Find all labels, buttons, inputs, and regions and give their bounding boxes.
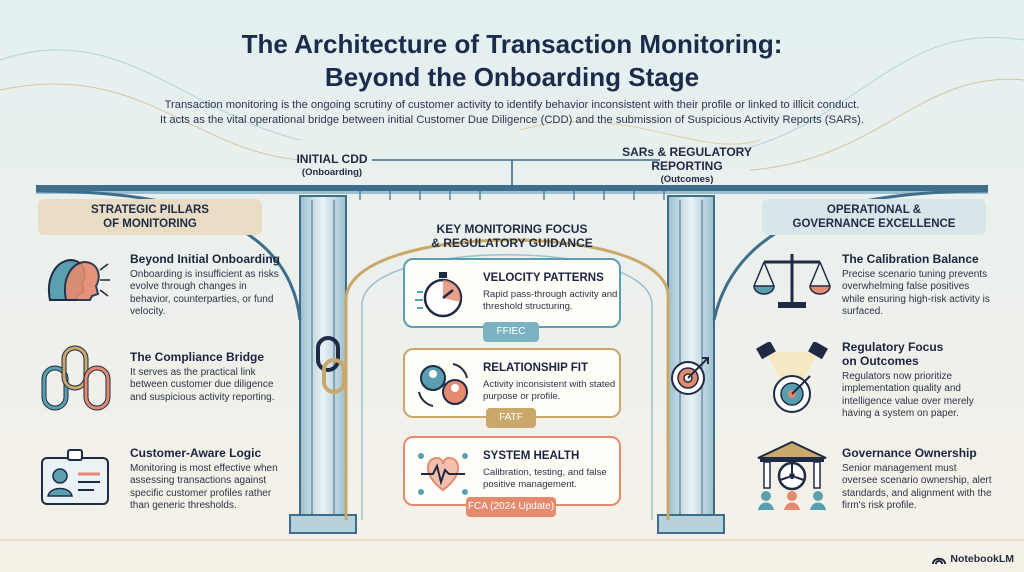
sars-title-line-1: SARs & REGULATORY [622, 145, 752, 159]
left-item-2-title: The Compliance Bridge [130, 350, 265, 364]
badge-ffiec: FFIEC [483, 322, 539, 342]
intro-text: Transaction monitoring is the ongoing sc… [130, 98, 894, 128]
card-1-title: VELOCITY PATTERNS [483, 272, 604, 284]
heart-circuit-icon [418, 453, 468, 495]
right-item-1: The Calibration Balance Precise scenario… [842, 252, 992, 319]
right-heading-line-2: GOVERNANCE EXCELLENCE [792, 218, 956, 230]
bank-steering-icon [757, 440, 827, 510]
right-item-2-title-line-2: on Outcomes [842, 354, 919, 368]
left-item-2-text: It serves as the practical link between … [130, 367, 275, 403]
sars-title-line-2: REPORTING [651, 159, 723, 173]
card-2-title: RELATIONSHIP FIT [483, 362, 588, 374]
left-column-heading: STRATEGIC PILLARS OF MONITORING [38, 199, 262, 235]
initial-cdd-sub: (Onboarding) [301, 167, 363, 178]
right-item-2: Regulatory Focus on Outcomes Regulators … [842, 340, 992, 421]
pillar-target-icon [671, 357, 709, 395]
left-heading-line-2: OF MONITORING [103, 218, 197, 230]
left-item-3-title: Customer-Aware Logic [130, 446, 262, 460]
chain-link-icon [41, 345, 111, 411]
intro-line-1: Transaction monitoring is the ongoing sc… [164, 99, 860, 111]
center-heading-line-2: & REGULATORY GUIDANCE [431, 236, 593, 250]
left-item-3: Customer-Aware Logic Monitoring is most … [130, 446, 290, 513]
right-column-heading: OPERATIONAL & GOVERNANCE EXCELLENCE [762, 199, 986, 235]
card-system-health: SYSTEM HEALTH Calibration, testing, and … [403, 436, 621, 506]
left-item-3-text: Monitoring is most effective when assess… [130, 463, 278, 512]
sars-sub: (Outcomes) [660, 174, 714, 185]
right-heading-line-1: OPERATIONAL & [826, 204, 922, 216]
notebooklm-logo: NotebookLM [932, 553, 1014, 565]
card-1-text: Rapid pass-through activity and threshol… [483, 289, 618, 312]
badge-fca-2024: FCA (2024 Update) [466, 497, 556, 517]
spotlight-target-icon [756, 342, 828, 413]
title-line-2: Beyond the Onboarding Stage [324, 62, 700, 92]
center-heading-line-1: KEY MONITORING FOCUS [436, 222, 588, 236]
pillar-chain-icon [316, 336, 346, 394]
badge-fatf: FATF [486, 408, 536, 428]
card-3-text: Calibration, testing, and false positive… [483, 467, 607, 490]
left-item-1: Beyond Initial Onboarding Onboarding is … [130, 252, 280, 319]
left-item-1-text: Onboarding is insufficient as risks evol… [130, 269, 279, 318]
right-item-2-title-line-1: Regulatory Focus [842, 340, 944, 354]
card-3-title: SYSTEM HEALTH [483, 450, 580, 462]
head-profiles-icon [48, 258, 110, 301]
stopwatch-icon [415, 272, 463, 318]
right-item-1-text: Precise scenario tuning prevents overwhe… [842, 269, 990, 318]
right-item-1-title: The Calibration Balance [842, 252, 979, 266]
left-item-1-title: Beyond Initial Onboarding [130, 252, 280, 266]
balance-scale-icon [753, 254, 831, 308]
left-item-2: The Compliance Bridge It serves as the p… [130, 350, 280, 404]
right-item-3-text: Senior management must oversee scenario … [842, 463, 992, 512]
title-line-1: The Architecture of Transaction Monitori… [241, 29, 783, 59]
card-2-text: Activity inconsistent with stated purpos… [483, 379, 616, 402]
left-heading-line-1: STRATEGIC PILLARS [91, 204, 209, 216]
page-title: The Architecture of Transaction Monitori… [0, 28, 1024, 94]
intro-line-2: It acts as the vital operational bridge … [160, 114, 864, 126]
id-badge-icon [41, 449, 109, 505]
center-column-heading: KEY MONITORING FOCUS & REGULATORY GUIDAN… [400, 222, 624, 250]
card-velocity-patterns: VELOCITY PATTERNS Rapid pass-through act… [403, 258, 621, 328]
initial-cdd-title: INITIAL CDD [296, 152, 368, 166]
people-cycle-icon [418, 363, 468, 407]
initial-cdd-label: INITIAL CDD (Onboarding) [282, 152, 382, 180]
right-item-3-title: Governance Ownership [842, 446, 977, 460]
right-item-2-text: Regulators now prioritize implementation… [842, 371, 974, 420]
right-item-3: Governance Ownership Senior management m… [842, 446, 992, 513]
notebooklm-logo-icon [932, 557, 947, 565]
sars-reporting-label: SARs & REGULATORY REPORTING (Outcomes) [612, 145, 762, 187]
notebooklm-logo-text: NotebookLM [950, 553, 1014, 565]
